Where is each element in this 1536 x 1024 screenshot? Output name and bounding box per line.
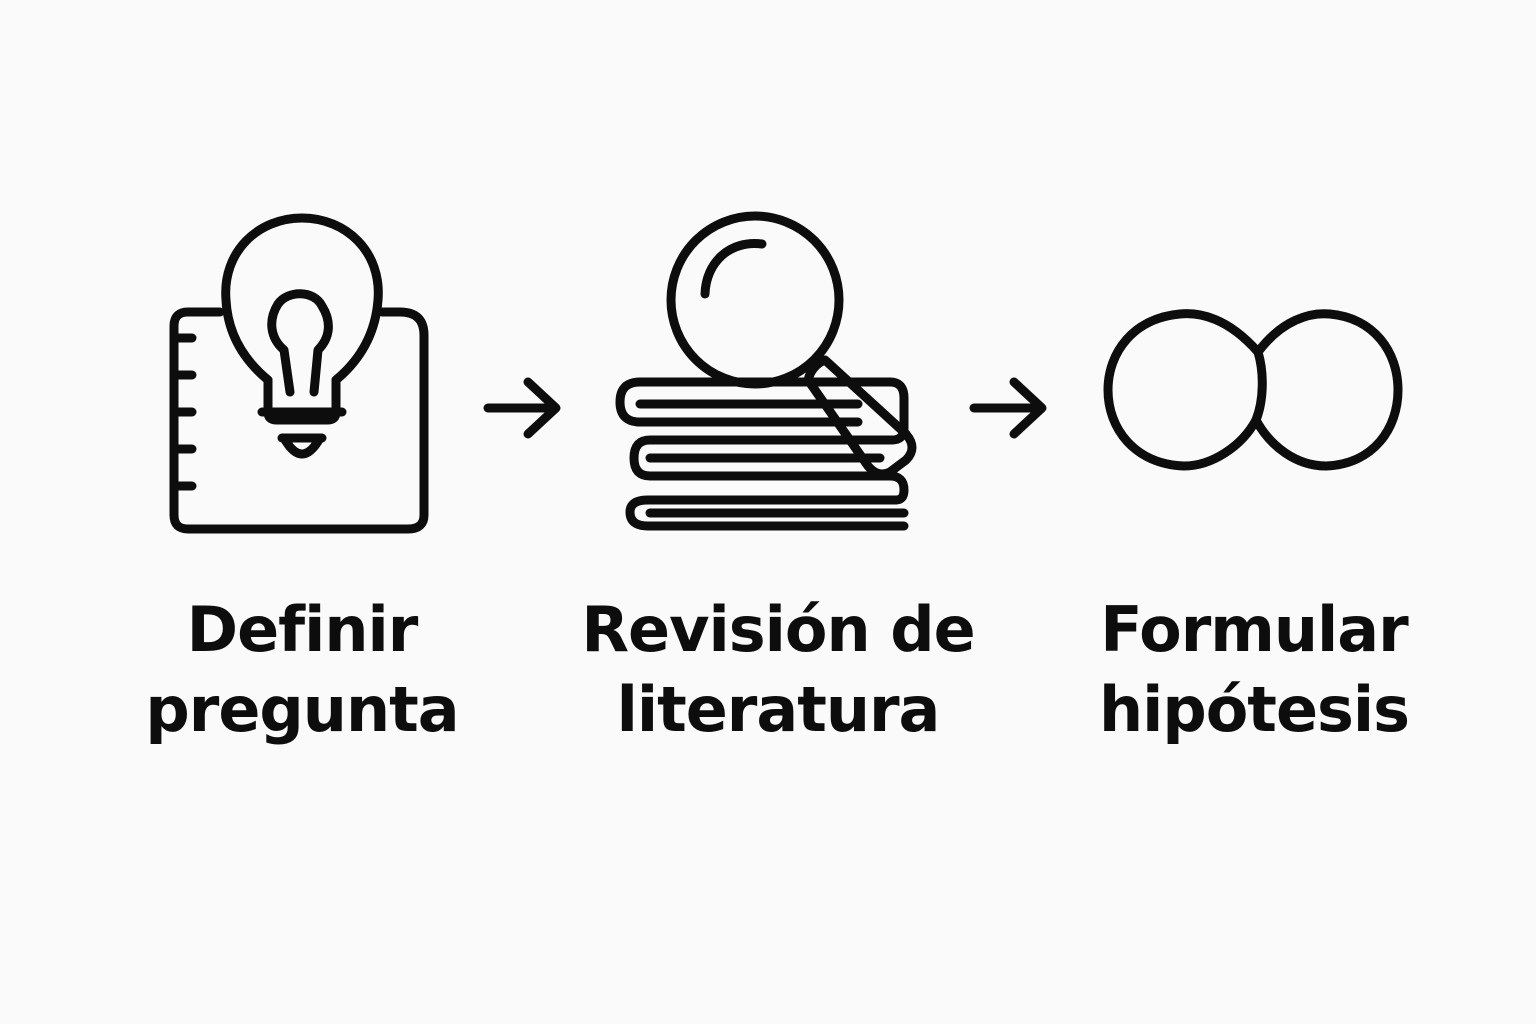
lightbulb-notebook-icon [169, 213, 429, 534]
step-formulate-hypothesis: Formular hipótesis [1034, 200, 1474, 760]
step-label: Formular hipótesis [1098, 593, 1410, 746]
step-define-question: Definir pregunta [82, 200, 522, 760]
step-label: Revisión de literatura [581, 593, 975, 746]
step-label: Definir pregunta [145, 593, 459, 746]
arrow-right-icon [969, 377, 1047, 439]
magnifier-books-icon [615, 211, 917, 531]
overlapping-circles-icon [1103, 309, 1403, 471]
arrow-right-icon [483, 377, 561, 439]
step-literature-review: Revisión de literatura [558, 200, 998, 760]
